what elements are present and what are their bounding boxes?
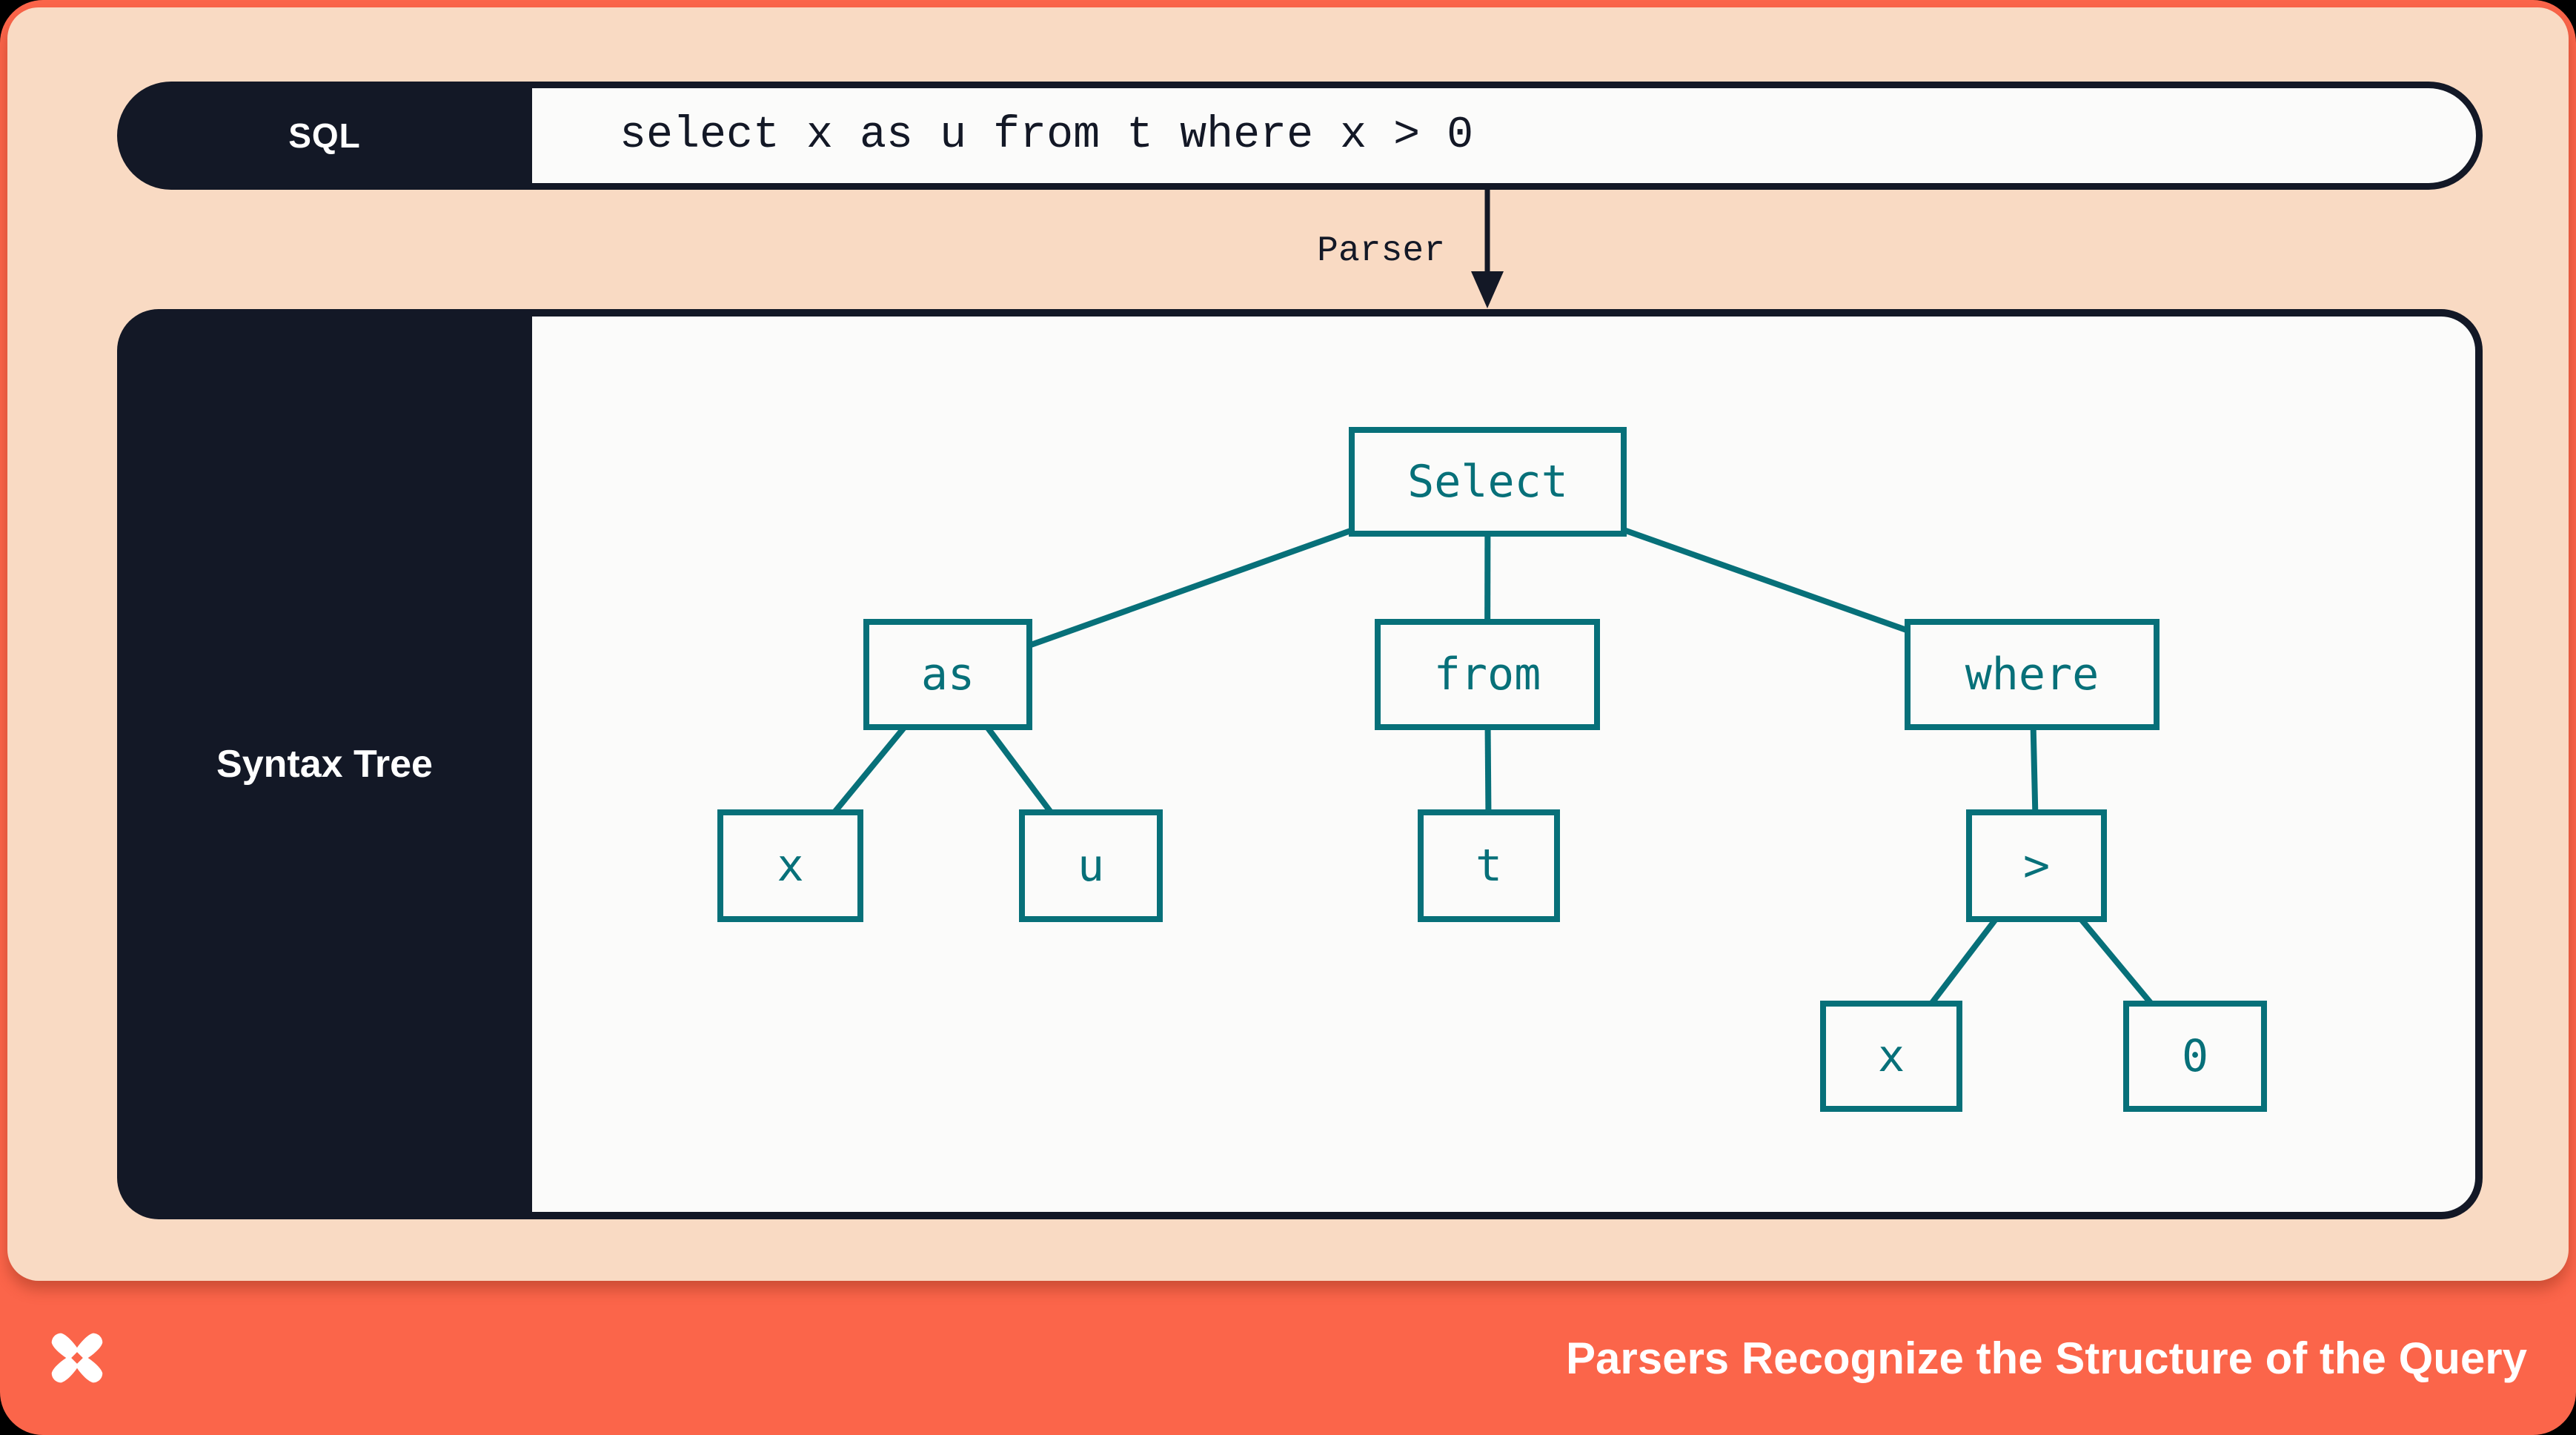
tree-node-from: from (1375, 619, 1600, 730)
tree-node-zero: 0 (2123, 1001, 2267, 1112)
tree-node-where: where (1905, 619, 2160, 730)
tree-node-t: t (1418, 809, 1560, 922)
tree-node-x2: x (1820, 1001, 1962, 1112)
tree-node-select: Select (1349, 427, 1627, 537)
dolt-logo-icon (51, 1333, 103, 1383)
content-panel: SQL select x as u from t where x > 0 Par… (7, 7, 2569, 1281)
sql-bar-label: SQL (288, 116, 361, 155)
parser-label: Parser (1317, 231, 1445, 271)
tree-node-x1: x (717, 809, 863, 922)
sql-query-text: select x as u from t where x > 0 (532, 88, 2476, 183)
syntax-tree-label: Syntax Tree (216, 743, 433, 786)
sql-bar: SQL select x as u from t where x > 0 (117, 82, 2483, 190)
footer-caption: Parsers Recognize the Structure of the Q… (1565, 1333, 2527, 1383)
tree-node-gt: > (1966, 809, 2107, 922)
tree-node-as: as (863, 619, 1032, 730)
parser-arrow-icon (1471, 190, 1504, 308)
tree-node-u: u (1019, 809, 1163, 922)
